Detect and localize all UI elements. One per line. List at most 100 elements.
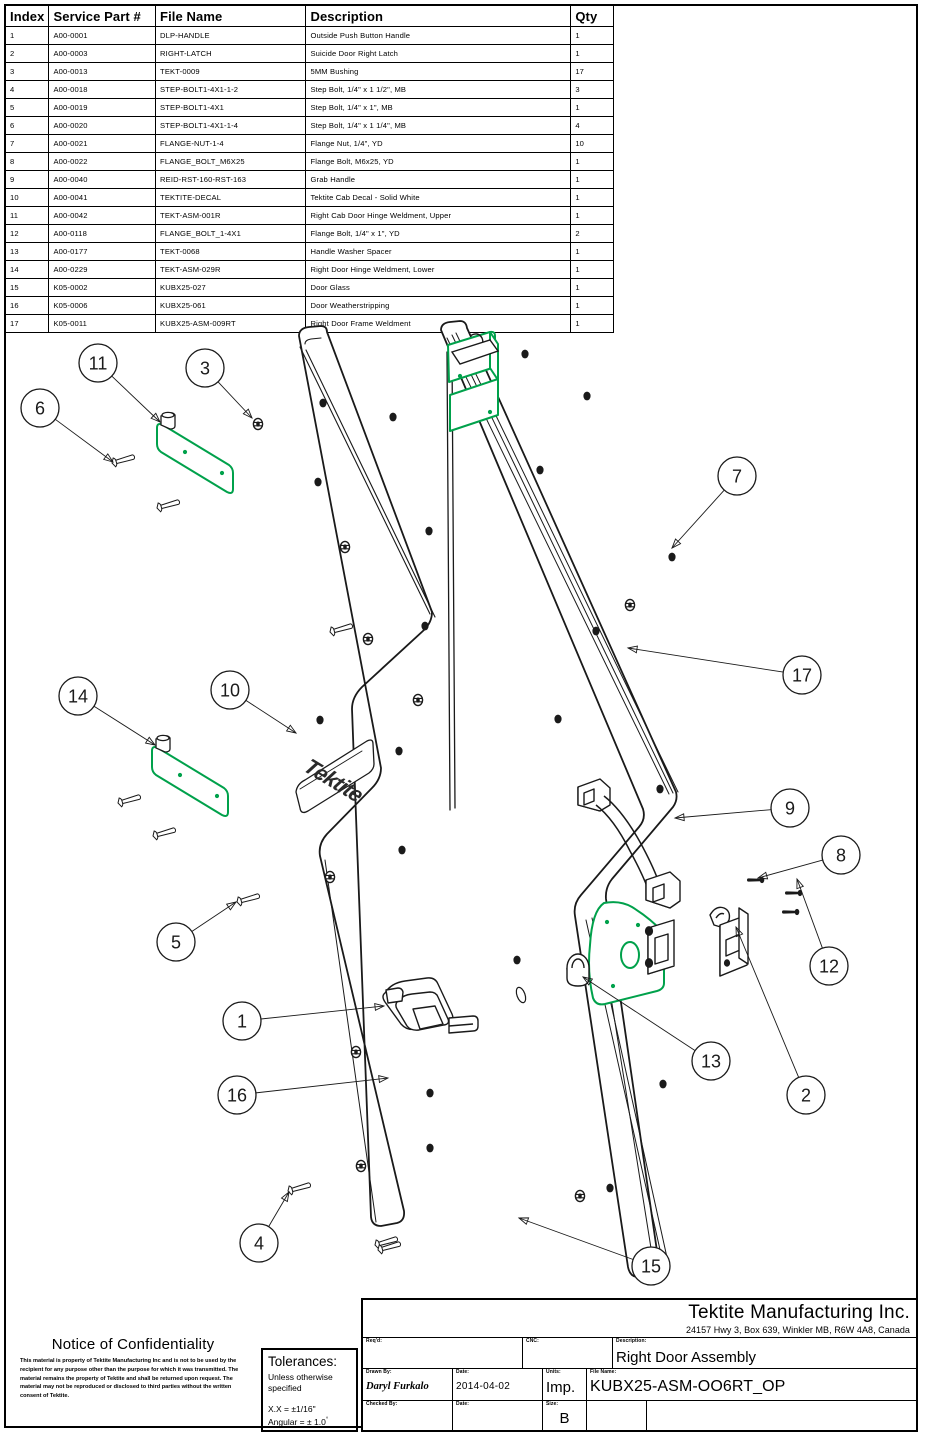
field-drawn-by[interactable]: Drawn By: Daryl Furkalo <box>363 1369 453 1400</box>
title-block-company-row: Tektite Manufacturing Inc. 24157 Hwy 3, … <box>363 1300 916 1338</box>
bom-cell-index: 13 <box>4 242 50 261</box>
bom-cell-qty: 10 <box>570 134 614 153</box>
bom-cell-file-name: KUBX25-061 <box>155 296 307 315</box>
field-date[interactable]: Date: 2014-04-02 <box>453 1369 543 1400</box>
field-extra-1[interactable] <box>587 1401 647 1432</box>
notice-body: This material is property of Tektite Man… <box>20 1358 239 1400</box>
bom-cell-qty: 1 <box>570 296 614 315</box>
field-cnc[interactable]: CNC: <box>523 1338 613 1368</box>
bom-cell-file-name: STEP-BOLT1-4X1-1-4 <box>155 116 307 135</box>
bom-cell-index: 10 <box>4 188 50 207</box>
bom-cell-file-name: KUBX25-027 <box>155 278 307 297</box>
bom-cell-file-name: FLANGE_BOLT_1-4X1 <box>155 224 307 243</box>
field-description[interactable]: Description: Right Door Assembly <box>616 1338 757 1366</box>
bom-cell-qty: 1 <box>570 26 614 45</box>
bom-cell-service-part: A00-0001 <box>48 26 157 45</box>
bom-cell-description: Door Weatherstripping <box>305 296 572 315</box>
bom-cell-description: Right Door Frame Weldment <box>305 314 572 333</box>
bom-cell-file-name: DLP-HANDLE <box>155 26 307 45</box>
bom-cell-file-name: KUBX25-ASM-009RT <box>155 314 307 333</box>
bom-cell-qty: 17 <box>570 62 614 81</box>
bom-cell-description: Flange Nut, 1/4", YD <box>305 134 572 153</box>
bom-cell-file-name: REID-RST-160-RST-163 <box>155 170 307 189</box>
tolerances-title: Tolerances: <box>268 1354 338 1369</box>
title-block-row-description: Req'd: CNC: Description: Right Door Asse… <box>363 1338 916 1369</box>
bom-cell-qty: 1 <box>570 260 614 279</box>
bom-cell-file-name: TEKT-ASM-001R <box>155 206 307 225</box>
bom-cell-service-part: K05-0011 <box>48 314 157 333</box>
bom-cell-description: Step Bolt, 1/4" x 1", MB <box>305 98 572 117</box>
bom-cell-file-name: TEKT-ASM-029R <box>155 260 307 279</box>
bom-header-index: Index <box>4 5 50 27</box>
bom-cell-service-part: A00-0020 <box>48 116 157 135</box>
bom-cell-file-name: TEKTITE-DECAL <box>155 188 307 207</box>
field-file-name[interactable]: File Name: KUBX25-ASM-OO6RT_OP <box>590 1369 786 1395</box>
bom-cell-service-part: A00-0003 <box>48 44 157 63</box>
field-extra-2[interactable] <box>647 1401 916 1432</box>
bom-cell-index: 1 <box>4 26 50 45</box>
field-reqd[interactable]: Req'd: <box>363 1338 523 1368</box>
title-block-row-drawn: Drawn By: Daryl Furkalo Date: 2014-04-02… <box>363 1369 916 1401</box>
bom-cell-service-part: A00-0019 <box>48 98 157 117</box>
bom-cell-index: 14 <box>4 260 50 279</box>
bom-cell-service-part: A00-0118 <box>48 224 157 243</box>
bom-cell-qty: 1 <box>570 170 614 189</box>
bom-cell-file-name: FLANGE-NUT-1-4 <box>155 134 307 153</box>
bom-cell-description: Step Bolt, 1/4" x 1 1/2", MB <box>305 80 572 99</box>
bom-cell-file-name: STEP-BOLT1-4X1-1-2 <box>155 80 307 99</box>
bom-cell-index: 4 <box>4 80 50 99</box>
bom-cell-description: Tektite Cab Decal - Solid White <box>305 188 572 207</box>
bom-cell-service-part: A00-0042 <box>48 206 157 225</box>
bom-cell-qty: 1 <box>570 206 614 225</box>
bom-cell-file-name: STEP-BOLT1-4X1 <box>155 98 307 117</box>
bom-header-qty: Qty <box>570 5 614 27</box>
bom-header-description: Description <box>305 5 572 27</box>
field-checked-by[interactable]: Checked By: <box>363 1401 453 1432</box>
bom-cell-description: Right Door Hinge Weldment, Lower <box>305 260 572 279</box>
bom-cell-qty: 1 <box>570 98 614 117</box>
bom-cell-index: 7 <box>4 134 50 153</box>
bom-cell-file-name: TEKT-0009 <box>155 62 307 81</box>
bom-cell-description: Door Glass <box>305 278 572 297</box>
bom-cell-service-part: A00-0022 <box>48 152 157 171</box>
bom-cell-index: 11 <box>4 206 50 225</box>
title-block-row-checked: Checked By: Date: Size: B <box>363 1401 916 1432</box>
bom-cell-service-part: A00-0018 <box>48 80 157 99</box>
confidentiality-notice: Notice of Confidentiality This material … <box>14 1336 252 1401</box>
bom-cell-service-part: K05-0006 <box>48 296 157 315</box>
bom-cell-index: 8 <box>4 152 50 171</box>
field-units[interactable]: Units: Imp. <box>543 1369 587 1400</box>
bom-cell-service-part: A00-0229 <box>48 260 157 279</box>
field-checked-date[interactable]: Date: <box>453 1401 543 1432</box>
bom-cell-description: Right Cab Door Hinge Weldment, Upper <box>305 206 572 225</box>
bom-cell-description: Flange Bolt, 1/4" x 1", YD <box>305 224 572 243</box>
bom-cell-description: Handle Washer Spacer <box>305 242 572 261</box>
tolerance-angular: Angular = ± 1.0° <box>268 1416 329 1427</box>
bom-cell-description: Flange Bolt, M6x25, YD <box>305 152 572 171</box>
bom-cell-service-part: K05-0002 <box>48 278 157 297</box>
tolerances-box: Tolerances: Unless otherwise specified X… <box>261 1348 358 1432</box>
bom-cell-qty: 1 <box>570 152 614 171</box>
bom-cell-description: 5MM Bushing <box>305 62 572 81</box>
notice-title: Notice of Confidentiality <box>51 1336 215 1353</box>
bom-cell-service-part: A00-0021 <box>48 134 157 153</box>
bom-cell-index: 2 <box>4 44 50 63</box>
bill-of-materials-table: Index Service Part # File Name Descripti… <box>4 5 614 333</box>
field-size[interactable]: Size: B <box>543 1401 587 1432</box>
bom-cell-qty: 1 <box>570 242 614 261</box>
title-block: Tektite Manufacturing Inc. 24157 Hwy 3, … <box>361 1298 918 1432</box>
bom-cell-file-name: RIGHT-LATCH <box>155 44 307 63</box>
bom-cell-index: 3 <box>4 62 50 81</box>
bom-cell-index: 9 <box>4 170 50 189</box>
tolerance-linear: X.X = ±1/16" <box>268 1404 316 1415</box>
